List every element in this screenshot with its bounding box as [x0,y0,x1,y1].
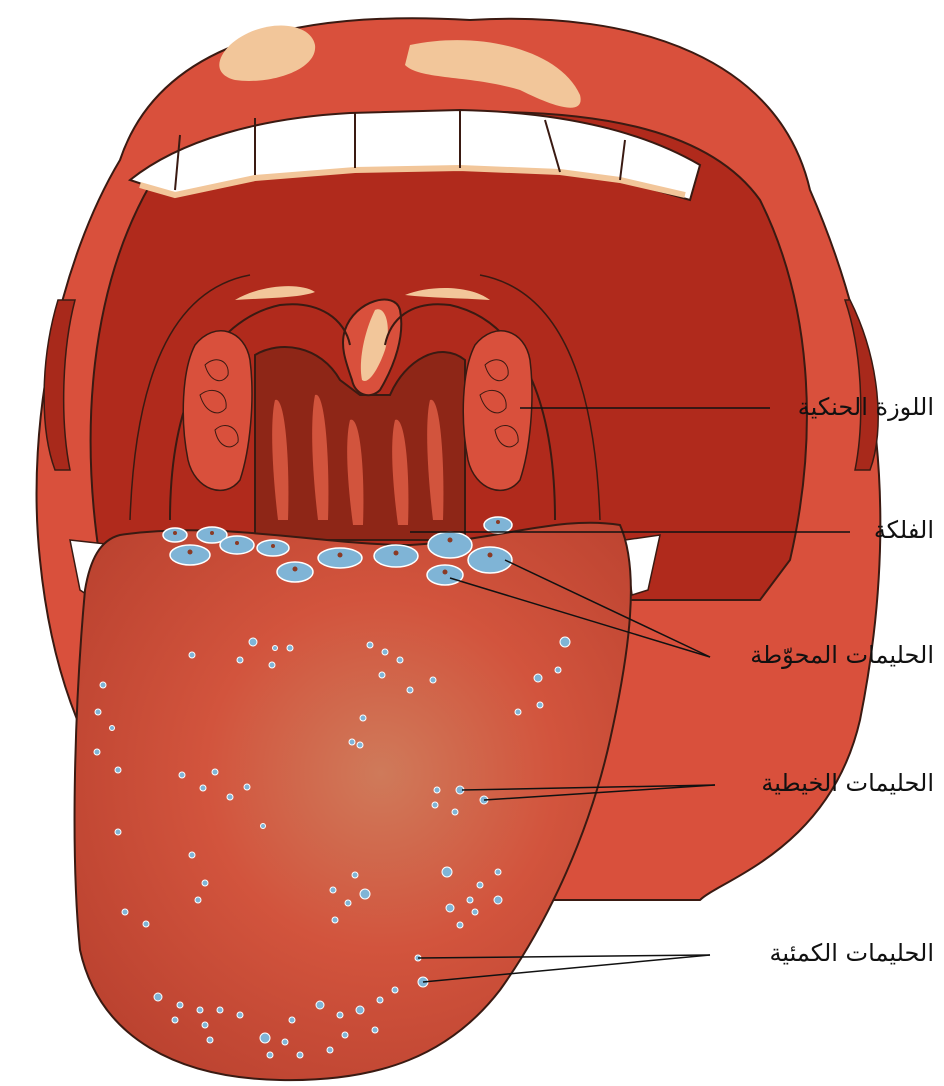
palatal-arch-right [384,303,556,521]
teeth-separators [174,110,626,191]
circumvallate-papillae [162,516,513,586]
upper-teeth [127,108,702,202]
papillae-dots [93,636,571,1059]
label-fungiform-papillae: الحليمات الكمئية [769,939,934,967]
label-circumvallate-papillae: الحليمات المحوّطة [750,641,934,669]
lip-highlight-right [405,40,581,108]
circumvallate-papillae-dots [173,520,500,575]
cheek-left [43,299,76,471]
palatal-arch-left [169,303,351,521]
leader-filiform-1 [461,784,716,791]
arch-highlight-left [235,286,315,300]
arch-highlight-right [405,288,490,300]
cheek-right [843,299,879,471]
leader-lines [410,407,850,983]
tonsil-right [462,330,533,491]
palatal-arch-right-outer [479,274,601,521]
leader-filiform-2 [483,784,716,801]
leader-fungiform-2 [422,954,711,983]
lip-highlight-left [219,25,316,81]
leader-circumvallate-1 [504,559,711,658]
palatal-arch-left-outer [129,274,251,521]
uvula-highlight [360,309,388,381]
label-palatine-tonsil: اللوزة الحنكية [797,393,934,421]
leader-fungiform-1 [417,954,711,959]
tonsil-crypts [199,359,519,448]
label-filiform-papillae: الحليمات الخيطية [761,769,934,797]
leader-circumvallate-2 [449,577,711,658]
teeth-gum-line [139,164,686,199]
label-uvula: الفلكة [873,516,934,544]
throat-folds [272,394,444,525]
tonsil-left [182,330,253,491]
